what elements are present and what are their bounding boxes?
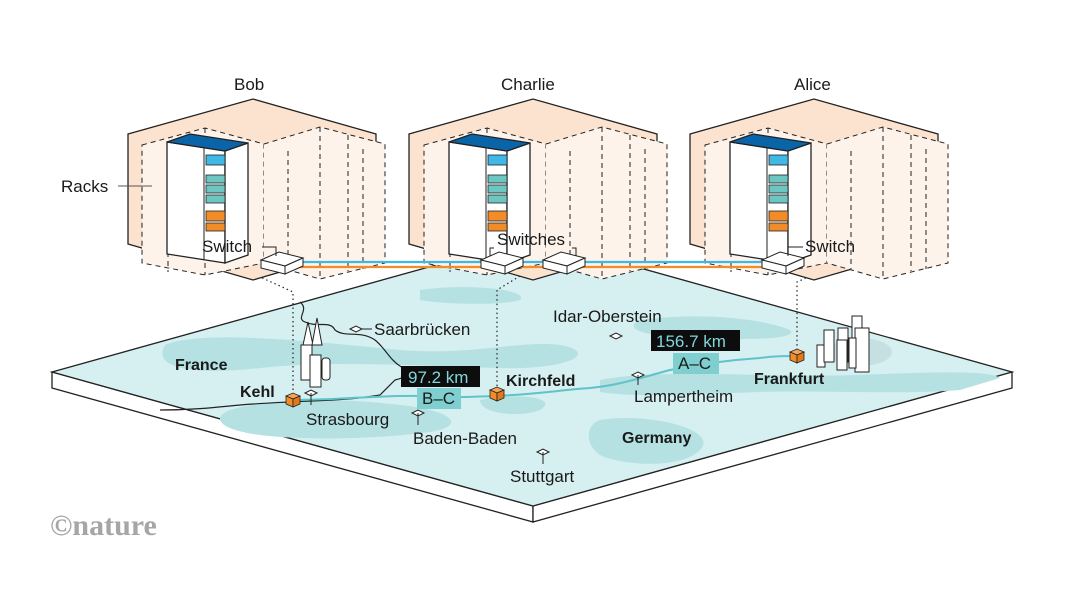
site-bob	[127, 98, 386, 281]
node-kirchfeld-icon[interactable]	[488, 386, 506, 402]
frankfurt-skyline-icon	[816, 315, 892, 373]
link-distance-b-c: 97.2 km	[408, 368, 468, 387]
link-pair-a-c: A–C	[678, 354, 711, 373]
site-charlie	[408, 98, 668, 281]
drop-line-charlie	[496, 275, 521, 392]
node-kehl-icon[interactable]	[284, 392, 302, 408]
terrain	[162, 287, 1000, 464]
strasbourg-buildings-icon	[300, 317, 331, 388]
city-label-stuttgart: Stuttgart	[510, 467, 575, 486]
city-pin-lampertheim	[631, 371, 645, 385]
map-slab: France Germany Kehl Kirchfeld Frankfurt …	[49, 237, 1015, 523]
city-label-idar-oberstein: Idar-Oberstein	[553, 307, 662, 326]
drop-line-bob	[257, 275, 294, 398]
node-label-kehl: Kehl	[240, 384, 275, 401]
border-line	[159, 301, 407, 411]
region-label-france: France	[175, 357, 228, 374]
switch-label-bob: Switch	[202, 237, 252, 256]
node-label-frankfurt: Frankfurt	[754, 371, 825, 388]
site-alice	[689, 98, 949, 281]
city-label-saarbrucken: Saarbrücken	[374, 320, 470, 339]
city-label-lampertheim: Lampertheim	[634, 387, 733, 406]
link-label-b-c: 97.2 km B–C	[401, 366, 480, 409]
fiber-route	[292, 355, 798, 401]
link-pair-b-c: B–C	[422, 389, 455, 408]
city-pin-baden-baden	[411, 409, 425, 425]
racks-label: Racks	[61, 177, 108, 196]
node-frankfurt-icon[interactable]	[788, 348, 806, 364]
region-label-germany: Germany	[622, 430, 691, 447]
node-label-kirchfeld: Kirchfeld	[506, 373, 575, 390]
city-label-strasbourg: Strasbourg	[306, 410, 389, 429]
site-label-alice: Alice	[794, 75, 831, 94]
site-label-bob: Bob	[234, 75, 264, 94]
link-label-a-c: 156.7 km A–C	[651, 330, 740, 374]
city-pin-stuttgart	[536, 448, 550, 464]
link-distance-a-c: 156.7 km	[656, 332, 726, 351]
switch-label-alice: Switch	[805, 237, 855, 256]
city-label-baden-baden: Baden-Baden	[413, 429, 517, 448]
city-pin-strasbourg	[304, 389, 318, 405]
nature-credit-logo: ©nature	[50, 509, 157, 542]
site-label-charlie: Charlie	[501, 75, 555, 94]
switch-label-charlie: Switches	[497, 230, 565, 249]
city-pin-saarbrucken	[349, 325, 372, 333]
